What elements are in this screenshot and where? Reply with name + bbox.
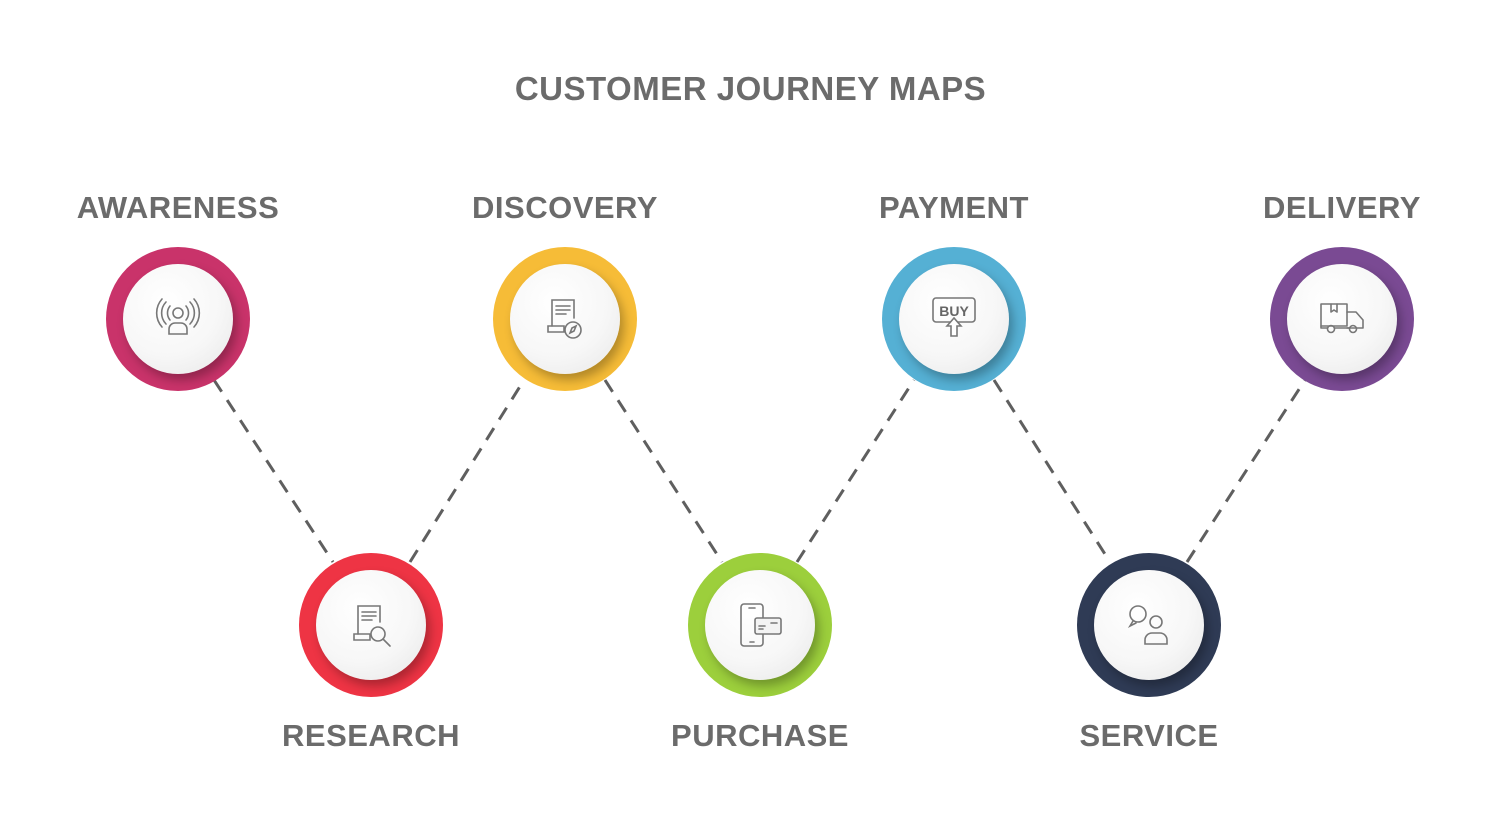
buy-button-icon: BUY: [932, 297, 976, 337]
connector-research-discovery: [408, 379, 526, 563]
stage-label-research: RESEARCH: [282, 718, 460, 753]
stage-node-research: [299, 553, 443, 697]
delivery-truck-icon: [1320, 303, 1364, 334]
document-search-icon: [353, 605, 391, 647]
mobile-card-icon: [740, 603, 782, 647]
stage-node-service: [1077, 553, 1221, 697]
stage-label-awareness: AWARENESS: [76, 190, 280, 225]
chat-user-icon: [1127, 605, 1168, 645]
connector-payment-service: [992, 379, 1112, 563]
connector-awareness-research: [212, 379, 335, 563]
connector-purchase-payment: [795, 379, 916, 563]
stage-label-purchase: PURCHASE: [671, 718, 849, 753]
stage-label-payment: PAYMENT: [879, 190, 1029, 225]
buy-text: BUY: [939, 303, 969, 319]
stage-node-payment: BUY: [882, 247, 1026, 391]
stage-node-discovery: [493, 247, 637, 391]
stage-label-discovery: DISCOVERY: [472, 190, 658, 225]
stage-node-purchase: [688, 553, 832, 697]
broadcast-person-icon: [155, 298, 201, 335]
connector-discovery-purchase: [603, 379, 724, 563]
stage-node-delivery: [1270, 247, 1414, 391]
stage-label-delivery: DELIVERY: [1263, 190, 1421, 225]
stage-label-service: SERVICE: [1079, 718, 1219, 753]
document-compass-icon: [547, 299, 582, 339]
diagram-title: CUSTOMER JOURNEY MAPS: [514, 70, 987, 107]
connector-service-delivery: [1185, 379, 1307, 563]
stage-node-awareness: [106, 247, 250, 391]
